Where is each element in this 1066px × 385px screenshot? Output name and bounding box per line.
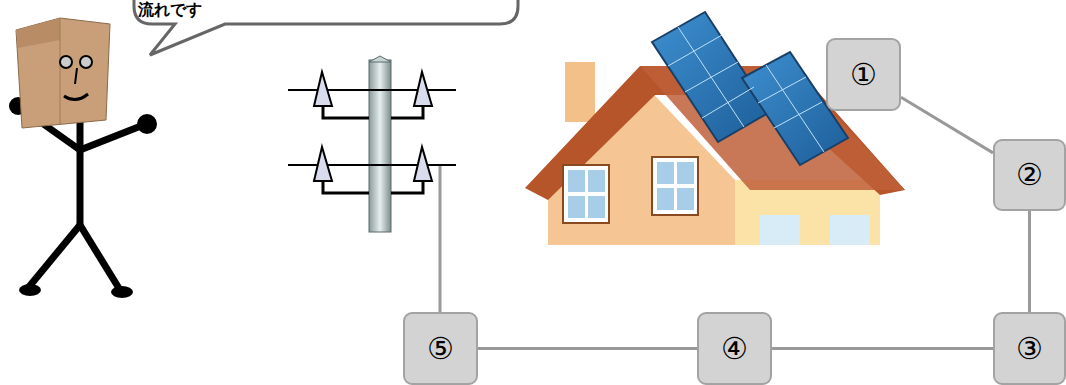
- connector-line: [478, 347, 697, 350]
- service-wire: [439, 165, 442, 312]
- connector-line: [1028, 211, 1031, 312]
- numbered-box: ①: [826, 38, 901, 111]
- solar-panel: [652, 12, 848, 165]
- callout-number: ③: [1016, 334, 1043, 364]
- callout-number: ①: [850, 60, 877, 90]
- numbered-box: ④: [697, 312, 772, 385]
- callout-number: ④: [721, 334, 748, 364]
- numbered-box: ③: [993, 312, 1066, 385]
- connector-line: [772, 347, 993, 350]
- callout-number: ②: [1016, 160, 1043, 190]
- utility-pole: [288, 56, 456, 232]
- callout-number: ⑤: [427, 334, 454, 364]
- numbered-box: ②: [993, 139, 1066, 211]
- stick-figure: [9, 18, 157, 298]
- house: [525, 12, 905, 245]
- speech-text: 流れです: [138, 0, 202, 21]
- numbered-box: ⑤: [403, 312, 478, 385]
- connector-line: [901, 97, 993, 153]
- speech-bubble: [134, 0, 518, 55]
